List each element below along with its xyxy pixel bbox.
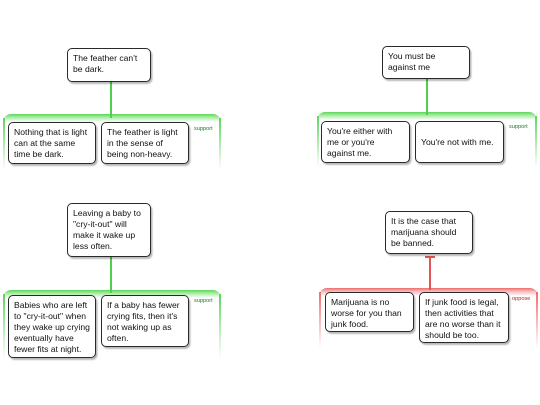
support-bracket-right xyxy=(219,118,221,170)
claim-box[interactable]: You must be against me xyxy=(382,46,470,79)
oppose-bracket-left xyxy=(319,292,321,348)
relation-tag: support xyxy=(194,126,213,132)
support-connector xyxy=(110,257,112,293)
premise-box[interactable]: The feather is light in the sense of bei… xyxy=(101,122,189,164)
support-connector xyxy=(110,82,112,118)
premise-box[interactable]: You're either with me or you're against … xyxy=(321,121,410,163)
support-bracket-left xyxy=(3,118,5,170)
premise-box[interactable]: Nothing that is light can at the same ti… xyxy=(8,122,96,164)
support-band xyxy=(3,290,221,298)
premise-box[interactable]: Marijuana is no worse for you than junk … xyxy=(325,292,414,332)
support-bracket-right xyxy=(535,116,537,168)
premise-box[interactable]: If junk food is legal, then activities t… xyxy=(419,292,509,343)
support-bracket-right xyxy=(219,294,221,358)
oppose-connector xyxy=(429,256,431,290)
premise-box[interactable]: You're not with me. xyxy=(415,121,504,163)
support-bracket-left xyxy=(3,294,5,358)
claim-box[interactable]: Leaving a baby to "cry-it-out" will make… xyxy=(67,203,151,257)
claim-box[interactable]: It is the case that marijuana should be … xyxy=(385,211,473,254)
support-connector xyxy=(426,79,428,115)
claim-box[interactable]: The feather can't be dark. xyxy=(67,48,151,82)
support-band xyxy=(3,114,221,122)
support-bracket-left xyxy=(317,116,319,168)
support-band xyxy=(317,112,537,120)
relation-tag: oppose xyxy=(512,296,531,302)
relation-tag: support xyxy=(509,124,528,130)
premise-box[interactable]: If a baby has fewer crying fits, then it… xyxy=(101,295,189,347)
relation-tag: support xyxy=(194,298,213,304)
oppose-bracket-right xyxy=(536,292,538,348)
premise-box[interactable]: Babies who are left to "cry-it-out" when… xyxy=(8,295,96,358)
